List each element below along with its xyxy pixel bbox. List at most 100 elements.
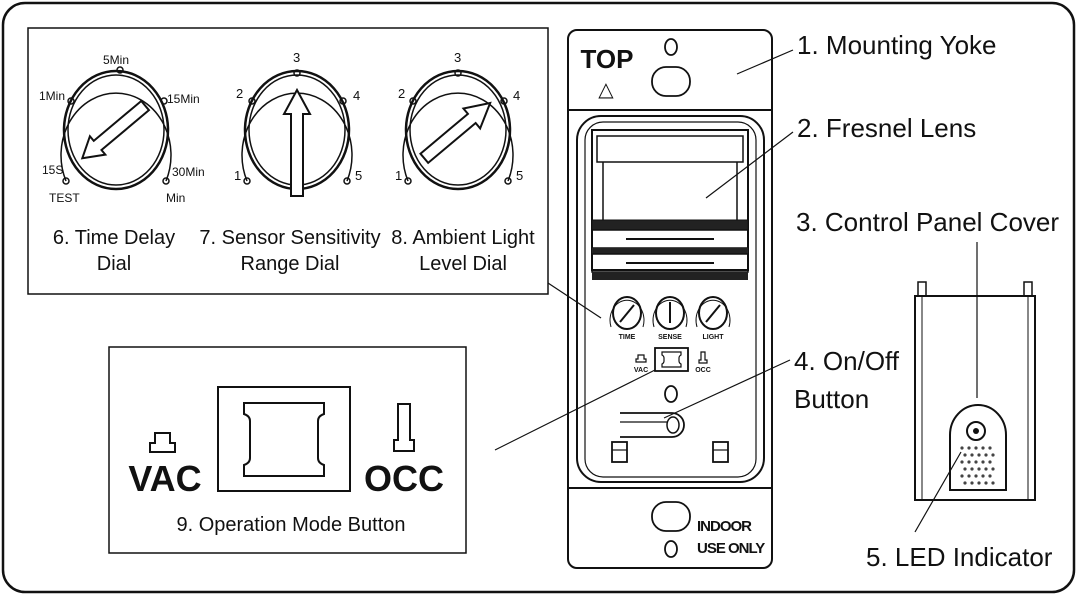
cover-hole <box>988 446 992 450</box>
sensitivity-tick-4: 4 <box>353 88 360 103</box>
cover-hole <box>960 474 964 478</box>
vac-indicator-icon <box>149 432 176 453</box>
yoke-mounting-slot-top <box>651 66 691 97</box>
cover-hole <box>974 460 978 464</box>
time-tick-5min: 5Min <box>103 53 129 67</box>
callout-on-off-1: 4. On/Off <box>794 346 900 376</box>
device-occ-label: OCC <box>695 367 711 374</box>
callout-control-panel-cover: 3. Control Panel Cover <box>796 207 1059 237</box>
time-tick-30min: 30Min <box>172 165 205 179</box>
device-light-label: LIGHT <box>703 334 725 341</box>
time-dial-arrow-icon <box>80 99 151 160</box>
callout-mounting-yoke: 1. Mounting Yoke <box>797 30 997 60</box>
ambient-tick-5: 5 <box>516 168 523 183</box>
ambient-light-dial: 1 2 3 4 5 8. Ambient Light Level Dial <box>391 50 535 275</box>
cover-hole <box>977 453 981 457</box>
fresnel-lens <box>591 129 749 280</box>
mode-button-housing <box>217 386 351 492</box>
yoke-screw-hole-top <box>664 38 678 56</box>
device-light-knob[interactable] <box>695 296 731 330</box>
leader-mounting-yoke <box>736 49 794 75</box>
on-off-button[interactable] <box>620 412 685 438</box>
device-occ-icon <box>698 351 708 364</box>
cover-hole <box>988 460 992 464</box>
sensitivity-dial-arrow-icon <box>282 87 312 197</box>
operation-mode-caption: 9. Operation Mode Button <box>176 514 405 536</box>
ambient-tick-2: 2 <box>398 86 405 101</box>
device-time-label: TIME <box>619 334 636 341</box>
cover-hole <box>984 467 988 471</box>
sensitivity-tick-5: 5 <box>355 168 362 183</box>
device-sense-knob[interactable] <box>652 296 688 330</box>
cover-hole <box>984 453 988 457</box>
cover-hole <box>984 481 988 485</box>
mode-vac-label: VAC <box>128 458 201 499</box>
leader-fresnel-lens <box>705 131 794 199</box>
cover-hole <box>963 467 967 471</box>
device-mode-button[interactable] <box>654 347 689 372</box>
mode-button-icon <box>243 402 325 477</box>
time-tick-1min: 1Min <box>39 89 65 103</box>
device-led <box>664 385 678 403</box>
time-tick-min: Min <box>166 191 185 205</box>
cover-hole <box>981 460 985 464</box>
leader-on-off <box>663 359 791 419</box>
cover-hole <box>967 474 971 478</box>
time-delay-dial: 15S TEST 1Min 5Min 15Min 30Min Min 6. Ti… <box>39 53 205 275</box>
top-arrow-icon: △ <box>598 79 614 101</box>
ambient-tick-3: 3 <box>454 50 461 65</box>
callout-fresnel-lens: 2. Fresnel Lens <box>797 113 976 143</box>
cover-indicator-window <box>949 404 1007 491</box>
cover-hole <box>974 474 978 478</box>
callout-on-off-2: Button <box>794 384 869 414</box>
sensitivity-tick-1: 1 <box>234 168 241 183</box>
dials-inset: 15S TEST 1Min 5Min 15Min 30Min Min 6. Ti… <box>27 27 549 295</box>
cover-hole <box>967 446 971 450</box>
cover-hole <box>970 453 974 457</box>
sensitivity-caption-2: Range Dial <box>241 253 340 275</box>
cover-hole <box>970 481 974 485</box>
callout-led-indicator: 5. LED Indicator <box>866 542 1053 572</box>
time-tick-15s: 15S <box>42 163 63 177</box>
cover-hole <box>977 481 981 485</box>
cover-speaker-holes <box>960 446 995 485</box>
leader-dials-inset <box>547 282 602 319</box>
ambient-dial-arrow-icon <box>419 101 492 165</box>
sensitivity-tick-2: 2 <box>236 86 243 101</box>
time-delay-caption-2: Dial <box>97 253 131 275</box>
ambient-tick-4: 4 <box>513 88 520 103</box>
leader-operation-mode <box>494 369 656 451</box>
device-tab-right <box>712 441 729 463</box>
device-vac-icon <box>635 354 647 363</box>
operation-mode-frame <box>108 346 467 554</box>
device-tab-left <box>611 441 628 463</box>
device-faceplate <box>576 115 765 483</box>
device-sense-label: SENSE <box>658 334 682 341</box>
ambient-caption-1: 8. Ambient Light <box>391 227 535 249</box>
sensitivity-dial: 1 2 3 4 5 7. Sensor Sensitivity Range Di… <box>199 50 380 275</box>
ambient-caption-2: Level Dial <box>419 253 507 275</box>
leader-led-indicator <box>914 451 962 533</box>
cover-hole <box>963 453 967 457</box>
ambient-tick-1: 1 <box>395 168 402 183</box>
cover-hole <box>970 467 974 471</box>
cover-hole <box>991 453 995 457</box>
yoke-screw-hole-bottom <box>664 540 678 558</box>
cover-hole <box>977 467 981 471</box>
operation-mode-inset: VAC OCC 9. Operation Mode Button <box>108 346 467 554</box>
dials-inset-frame <box>27 27 549 295</box>
cover-hole <box>981 474 985 478</box>
time-tick-15min: 15Min <box>167 92 200 106</box>
sensor-switch-device: TOP △ <box>567 29 773 569</box>
mounting-yoke <box>567 29 773 569</box>
cover-hole <box>960 446 964 450</box>
cover-hole <box>991 467 995 471</box>
device-time-knob[interactable] <box>609 296 645 330</box>
mode-occ-label: OCC <box>364 458 444 499</box>
time-dial-tick-rim <box>60 92 172 182</box>
occ-indicator-icon <box>393 403 415 452</box>
device-top-label: TOP <box>581 44 634 74</box>
cover-hole <box>967 460 971 464</box>
